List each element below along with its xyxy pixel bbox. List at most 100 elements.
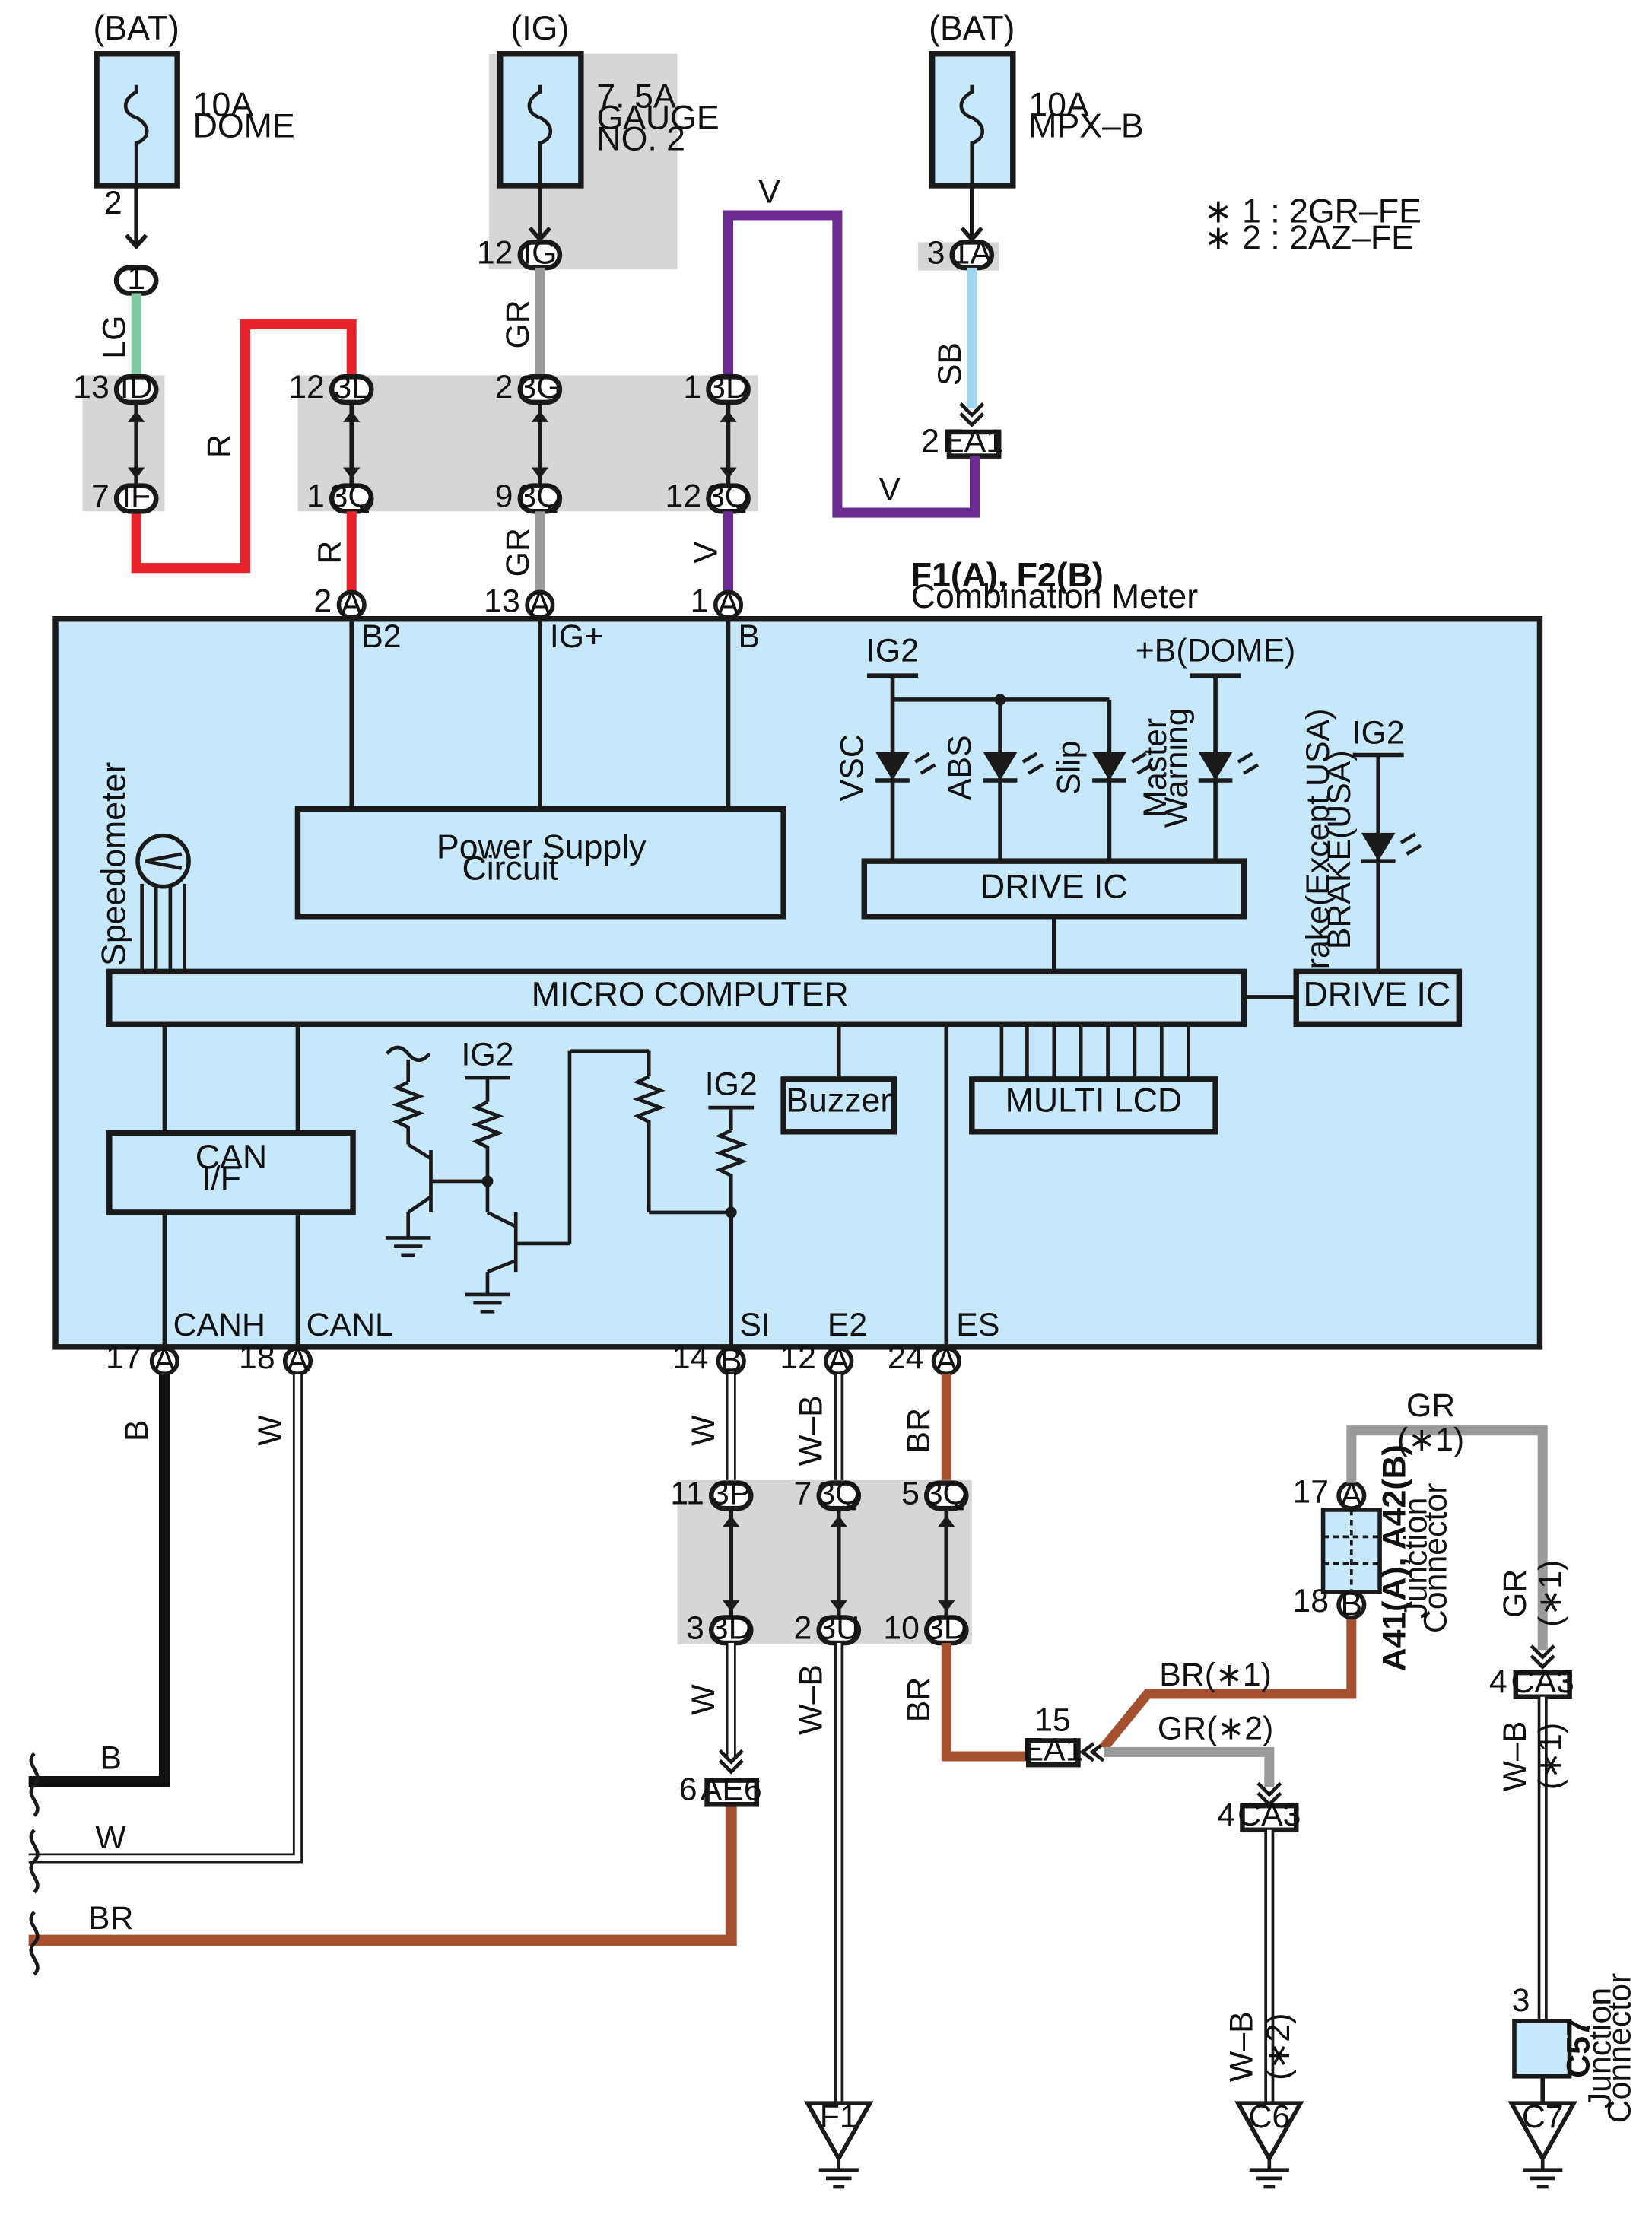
connector-pair-3q-3u: 3Q 7 3U 2	[794, 1476, 862, 1646]
meter-pin-es: A 24	[888, 1339, 961, 1378]
svg-text:7. 5A: 7. 5A	[596, 78, 676, 116]
svg-text:I/F: I/F	[202, 1160, 241, 1197]
svg-text:3D: 3D	[926, 1609, 967, 1646]
led-brake: Brake(Except USA) BRAKE(USA)	[1300, 709, 1422, 991]
svg-text:5: 5	[901, 1476, 920, 1512]
connector-pair-3d-3q: 3D 1 3Q 12	[666, 369, 751, 515]
svg-text:CAN: CAN	[195, 1139, 267, 1176]
svg-text:ID: ID	[120, 369, 153, 405]
svg-text:3Q: 3Q	[707, 478, 750, 515]
svg-text:7: 7	[91, 478, 110, 515]
svg-text:10A: 10A	[193, 87, 254, 124]
svg-text:12: 12	[477, 234, 513, 271]
component-subtitle: Combination Meter	[911, 578, 1199, 615]
svg-text:R: R	[311, 541, 348, 564]
svg-text:2: 2	[313, 583, 332, 619]
svg-text:11: 11	[670, 1476, 704, 1512]
svg-text:V: V	[879, 471, 901, 507]
fuse-gauge-no2: (IG) 7. 5A GAUGE NO. 2	[497, 10, 720, 189]
svg-text:(IG): (IG)	[510, 10, 569, 47]
svg-text:3: 3	[1512, 1982, 1530, 2019]
svg-text:15: 15	[1034, 1702, 1071, 1738]
svg-text:2: 2	[104, 185, 122, 221]
svg-text:1: 1	[691, 583, 709, 619]
svg-text:V: V	[758, 173, 780, 210]
svg-text:3G: 3G	[518, 369, 561, 405]
svg-text:3: 3	[686, 1609, 704, 1646]
drive-ic: DRIVE IC	[861, 858, 1247, 920]
svg-text:3L: 3L	[333, 369, 370, 405]
svg-text:C57: C57	[1561, 2018, 1597, 2078]
svg-text:3Q: 3Q	[925, 1476, 968, 1512]
svg-text:Junction: Junction	[1582, 1988, 1619, 2108]
svg-text:(∗2): (∗2)	[1260, 2013, 1297, 2080]
svg-text:2: 2	[921, 423, 939, 459]
note-1: ∗ 1 : 2GR–FE	[1204, 192, 1422, 230]
svg-text:3D: 3D	[710, 1609, 752, 1646]
svg-text:CANL: CANL	[307, 1307, 393, 1343]
svg-text:EA1: EA1	[1021, 1732, 1083, 1768]
svg-text:AE6: AE6	[701, 1772, 762, 1808]
svg-text:12: 12	[780, 1339, 816, 1376]
ground-f1: F1	[804, 2099, 874, 2189]
junction-connector-a41-a42: A 17 B 18 A41(A), A42(B) Junction Connec…	[1292, 1444, 1453, 1671]
svg-text:2: 2	[495, 369, 513, 405]
svg-text:14: 14	[672, 1339, 709, 1376]
svg-text:BR: BR	[88, 1900, 133, 1937]
svg-text:R: R	[201, 434, 237, 458]
svg-text:W: W	[685, 1684, 722, 1715]
svg-text:A: A	[936, 1342, 958, 1378]
svg-text:Slip: Slip	[1050, 741, 1087, 795]
svg-text:BR: BR	[901, 1408, 937, 1453]
svg-text:1: 1	[127, 260, 145, 297]
buzzer: Buzzer	[780, 1076, 897, 1135]
svg-text:4: 4	[1217, 1797, 1235, 1833]
svg-text:DOME: DOME	[193, 108, 295, 145]
svg-text:NO. 2: NO. 2	[596, 120, 685, 157]
meter-pin-canh: A 17	[106, 1339, 179, 1378]
svg-text:+B(DOME): +B(DOME)	[1136, 633, 1296, 669]
svg-text:B: B	[739, 618, 761, 655]
led-slip: Slip	[1050, 741, 1153, 795]
svg-text:A: A	[287, 1342, 309, 1378]
svg-text:GR: GR	[500, 300, 536, 348]
svg-text:Circuit: Circuit	[462, 850, 558, 887]
svg-text:12: 12	[288, 369, 325, 405]
svg-text:B2: B2	[361, 618, 401, 655]
svg-text:EA1: EA1	[942, 423, 1004, 459]
svg-text:Connector: Connector	[1418, 1483, 1454, 1634]
svg-text:3Q: 3Q	[518, 478, 561, 515]
svg-text:CA3: CA3	[1237, 1797, 1301, 1833]
svg-text:(∗1): (∗1)	[1397, 1422, 1464, 1458]
svg-text:17: 17	[106, 1339, 142, 1376]
meter-pin-e2: A 12	[780, 1339, 854, 1378]
svg-text:GR: GR	[500, 528, 536, 577]
speedometer-icon: Speedometer	[95, 762, 191, 972]
multi-lcd: MULTI LCD	[969, 1076, 1218, 1135]
svg-text:18: 18	[1292, 1583, 1329, 1619]
fuse-dome: (BAT) 10A DOME	[94, 10, 295, 189]
svg-text:9: 9	[495, 478, 513, 515]
svg-text:2: 2	[794, 1609, 812, 1646]
svg-text:BR: BR	[901, 1677, 937, 1722]
svg-text:MULTI LCD: MULTI LCD	[1005, 1082, 1182, 1120]
svg-text:BR(∗1): BR(∗1)	[1159, 1657, 1272, 1693]
svg-text:VSC: VSC	[834, 734, 870, 801]
svg-text:Buzzer: Buzzer	[786, 1082, 891, 1120]
svg-text:IG: IG	[523, 234, 557, 271]
svg-text:Master: Master	[1137, 718, 1174, 818]
svg-text:Junction: Junction	[1398, 1498, 1434, 1619]
power-supply-circuit: Power Supply Circuit	[294, 806, 786, 920]
svg-text:1A: 1A	[952, 234, 993, 271]
svg-text:13: 13	[73, 369, 110, 405]
component-title: F1(A), F2(B)	[911, 557, 1104, 594]
svg-text:DRIVE IC: DRIVE IC	[1304, 976, 1451, 1013]
svg-text:SI: SI	[739, 1307, 770, 1343]
can-interface: CAN I/F	[106, 1130, 356, 1215]
note-2: ∗ 2 : 2AZ–FE	[1204, 220, 1414, 257]
svg-text:W–B: W–B	[793, 1664, 829, 1735]
svg-text:IG+: IG+	[550, 618, 603, 655]
ground-c6: C6	[1234, 2099, 1304, 2189]
svg-text:IG2: IG2	[1352, 715, 1405, 752]
